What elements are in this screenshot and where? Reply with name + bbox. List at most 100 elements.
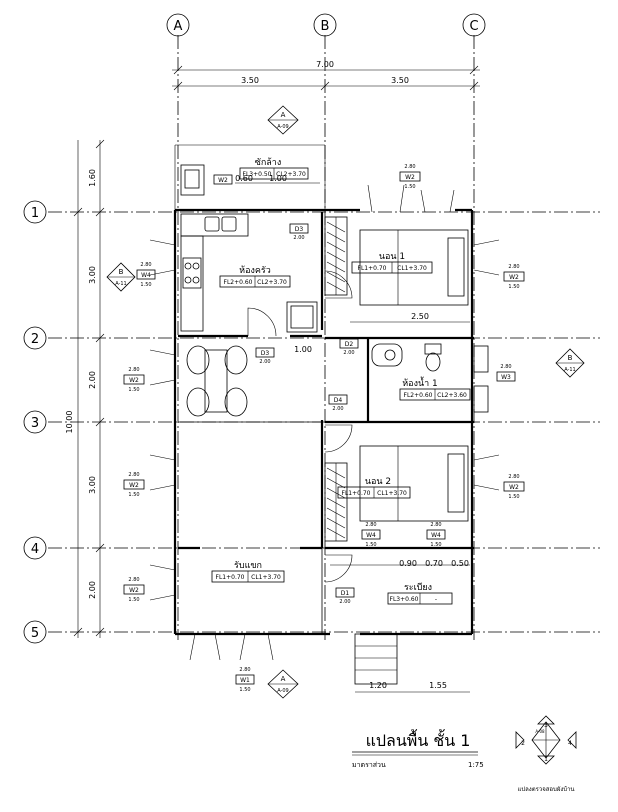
svg-text:2: 2 [31, 332, 39, 347]
dim-bath-2: 0.70 [425, 559, 443, 568]
window-tag-w3-bath: 2.80 W3 [496, 364, 516, 382]
openings [149, 184, 500, 661]
svg-text:1: 1 [31, 206, 39, 221]
svg-text:4: 4 [568, 740, 572, 747]
svg-text:1.50: 1.50 [128, 597, 139, 603]
room-label-bedroom-2: นอน 2 FL1+0.70 CL1+3.70 [337, 477, 411, 499]
room-label-terrace: ระเบียง FL3+0.60 - [387, 582, 453, 605]
svg-text:W4: W4 [141, 272, 151, 279]
fixtures [180, 164, 469, 685]
grid-bubble-2: 2 [23, 326, 47, 350]
svg-text:1.50: 1.50 [128, 492, 139, 498]
svg-text:2.80: 2.80 [140, 262, 151, 268]
window-tag-w2-bed1-right: 2.80 W2 1.50 [503, 264, 525, 290]
window-tag-w1-front: 2.80 W1 1.50 [235, 667, 255, 693]
left-dimensions: 10.00 1.60 3.00 2.00 3.00 2.00 [65, 139, 105, 638]
svg-text:4: 4 [31, 542, 39, 557]
svg-text:B: B [568, 354, 573, 362]
dim-bed1-width: 2.50 [411, 312, 429, 321]
drawing-title: แปลนพื้น ชั้น 1 มาตราส่วน 1:75 [352, 729, 484, 769]
svg-text:W2: W2 [405, 174, 415, 181]
svg-text:2.80: 2.80 [128, 577, 139, 583]
dim-left-3: 2.00 [88, 371, 97, 389]
svg-text:2.80: 2.80 [500, 364, 511, 370]
inner-dimensions: 0.60 1.00 2.50 1.00 0.90 0.70 0.50 1.20 … [235, 174, 470, 693]
dim-top-total: 7.00 [316, 60, 334, 69]
section-mark-a-top: A A-09 [267, 105, 299, 135]
svg-text:1: 1 [544, 756, 548, 763]
svg-text:2.00: 2.00 [259, 359, 270, 365]
svg-text:รับแขก: รับแขก [234, 561, 262, 571]
svg-text:1.50: 1.50 [239, 687, 250, 693]
svg-text:B: B [321, 19, 330, 34]
svg-text:แปลนพื้น ชั้น 1: แปลนพื้น ชั้น 1 [366, 729, 471, 750]
section-mark-a-bottom: A A-09 [267, 669, 299, 699]
section-mark-b-left: B A-11 [106, 262, 136, 292]
svg-text:ซักล้าง: ซักล้าง [255, 157, 282, 168]
svg-text:FL2+0.60: FL2+0.60 [404, 392, 433, 399]
dim-top-a: 3.50 [241, 76, 259, 85]
dim-stair-1: 1.20 [369, 681, 387, 690]
svg-text:2.00: 2.00 [293, 235, 304, 241]
svg-text:A-08: A-08 [535, 729, 545, 734]
window-tag-w4-kitchen: 2.80 W4 1.50 [136, 262, 156, 288]
svg-text:-: - [435, 596, 437, 603]
svg-text:2.80: 2.80 [508, 474, 519, 480]
section-mark-b-right: B A-11 [555, 348, 585, 378]
svg-text:2.00: 2.00 [343, 350, 354, 356]
door-tag-d2: D2 2.00 [339, 338, 359, 356]
svg-text:2.80: 2.80 [508, 264, 519, 270]
scale-label: มาตราส่วน [352, 761, 386, 769]
svg-text:FL3+0.50: FL3+0.50 [243, 171, 272, 178]
elevation-key: 3 2 4 1 A-08 แปลงตรวจสอบผังบ้าน [515, 715, 577, 793]
svg-text:D3: D3 [295, 226, 304, 233]
room-label-bedroom-1: นอน 1 FL1+0.70 CL1+3.70 [351, 252, 433, 274]
window-tag-w4-bed2-b: 2.80 W4 1.50 [426, 522, 446, 548]
dim-left-1: 1.60 [88, 169, 97, 187]
svg-text:W2: W2 [218, 177, 228, 184]
svg-text:C: C [469, 19, 478, 34]
window-tag-w2-bed1-top: 2.80 W2 1.50 [399, 164, 421, 190]
door-tag-d3-dining: D3 2.00 [255, 347, 275, 365]
svg-text:D4: D4 [334, 397, 343, 404]
svg-text:W1: W1 [240, 677, 250, 684]
room-label-living: รับแขก FL1+0.70 CL1+3.70 [211, 561, 285, 583]
door-tag-d1: D1 2.00 [335, 587, 355, 605]
svg-text:FL3+0.60: FL3+0.60 [390, 596, 419, 603]
svg-text:W2: W2 [509, 484, 519, 491]
dim-porch-2: 1.00 [269, 174, 287, 183]
svg-text:B: B [119, 268, 124, 276]
dim-bath-3: 0.50 [451, 559, 469, 568]
svg-text:CL1+3.70: CL1+3.70 [397, 265, 427, 272]
svg-text:1.50: 1.50 [365, 542, 376, 548]
window-tag-w4-bed2-a: 2.80 W4 1.50 [361, 522, 381, 548]
grid-bubble-5: 5 [23, 620, 47, 644]
svg-text:1.50: 1.50 [430, 542, 441, 548]
dim-stair-2: 1.55 [429, 681, 447, 690]
svg-text:D1: D1 [341, 590, 350, 597]
svg-text:W2: W2 [509, 274, 519, 281]
svg-text:A-11: A-11 [564, 367, 575, 373]
window-tag-w2-yard: W2 [213, 174, 233, 185]
svg-text:A: A [281, 675, 286, 683]
svg-text:CL1+3.70: CL1+3.70 [377, 490, 407, 497]
svg-text:2.80: 2.80 [239, 667, 250, 673]
svg-text:2: 2 [521, 740, 525, 747]
door-tag-d4: D4 2.00 [328, 394, 348, 412]
svg-text:W2: W2 [129, 587, 139, 594]
dim-left-4: 3.00 [88, 476, 97, 494]
top-dimensions: 7.00 3.50 3.50 [172, 60, 480, 91]
svg-text:5: 5 [31, 626, 39, 641]
svg-text:CL2+3.60: CL2+3.60 [437, 392, 467, 399]
svg-text:2.00: 2.00 [332, 406, 343, 412]
svg-text:A-09: A-09 [277, 688, 288, 694]
svg-text:A-09: A-09 [277, 124, 288, 130]
svg-text:1.50: 1.50 [128, 387, 139, 393]
grid-bubble-a: A [166, 13, 190, 37]
svg-text:3: 3 [31, 416, 39, 431]
walls [173, 144, 474, 636]
dim-bath-1: 0.90 [399, 559, 417, 568]
svg-text:3: 3 [544, 722, 548, 729]
svg-text:D2: D2 [345, 341, 354, 348]
svg-text:W3: W3 [501, 374, 511, 381]
